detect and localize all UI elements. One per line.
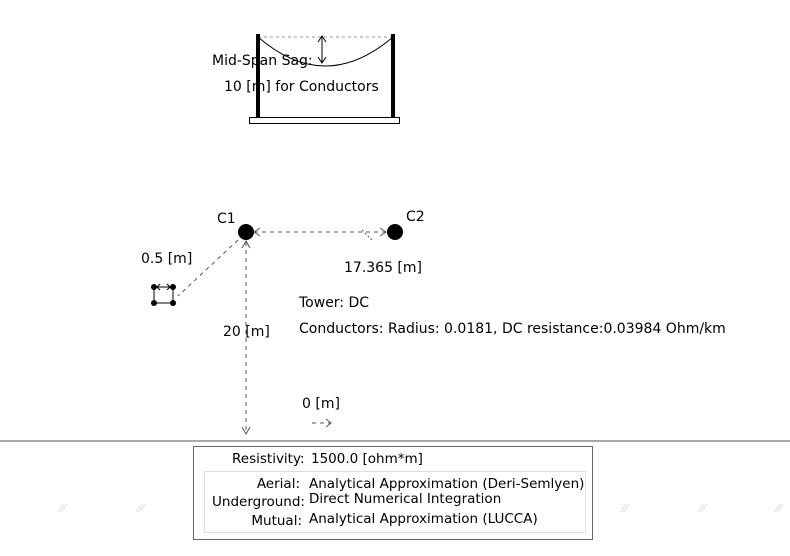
earth-model-box: Resistivity: 1500.0 [ohm*m] Aerial: Anal…: [193, 446, 593, 540]
underground-label: Underground:: [212, 494, 305, 510]
bundle-arrow-right-icon: [166, 283, 171, 291]
mutual-value: Analytical Approximation (LUCCA): [309, 511, 538, 527]
spacing-label: 17.365 [m]: [344, 260, 422, 276]
bundle-leader-line: [177, 239, 239, 297]
height-label: 20 [m]: [223, 324, 270, 340]
c2-label: C2: [406, 209, 425, 225]
bundle-arrow-left-icon: [156, 283, 161, 291]
resistivity-value: 1500.0 [ohm*m]: [311, 451, 423, 467]
spacing-arrow-right-icon: [379, 227, 387, 237]
dimension-lines: [177, 227, 387, 436]
bundle-spacing-label: 0.5 [m]: [141, 251, 193, 267]
sag-arrow-down-icon: [317, 56, 327, 64]
sag-curve: [257, 36, 394, 67]
conductor-properties: Conductors: Radius: 0.0181, DC resistanc…: [299, 321, 726, 337]
aerial-label: Aerial:: [256, 476, 300, 492]
ground-hatch: [57, 503, 784, 513]
offset-label: 0 [m]: [302, 396, 340, 412]
left-tower-pole: [256, 34, 260, 117]
sag-label: Mid-Span Sag:: [212, 53, 313, 69]
resistivity-label: Resistivity:: [232, 451, 305, 467]
earth-approximations-box: Aerial: Analytical Approximation (Deri-S…: [204, 471, 586, 533]
tower-label: Tower: DC: [299, 295, 370, 311]
sag-value: 10 [m] for Conductors: [224, 79, 379, 95]
aerial-value: Analytical Approximation (Deri-Semlyen): [309, 476, 585, 492]
offset-arrow-icon: [325, 418, 332, 428]
mutual-label: Mutual:: [251, 513, 302, 529]
c1-label: C1: [217, 211, 236, 227]
bundle-detail: [151, 283, 176, 306]
bundle-subconductor: [151, 300, 157, 306]
right-tower-pole: [391, 34, 395, 117]
bundle-subconductor: [170, 300, 176, 306]
tower-base: [249, 117, 400, 124]
bundle-subconductor: [151, 284, 157, 290]
bundle-square: [153, 286, 174, 304]
conductor-c1: [238, 224, 254, 240]
sag-arrow-up-icon: [317, 35, 327, 43]
bundle-subconductor: [170, 284, 176, 290]
height-arrow-up-icon: [241, 239, 251, 249]
underground-value: Direct Numerical Integration: [309, 491, 502, 507]
sag-illustration: [249, 34, 400, 124]
height-arrow-down-icon: [241, 426, 251, 436]
conductor-c2: [387, 224, 403, 240]
